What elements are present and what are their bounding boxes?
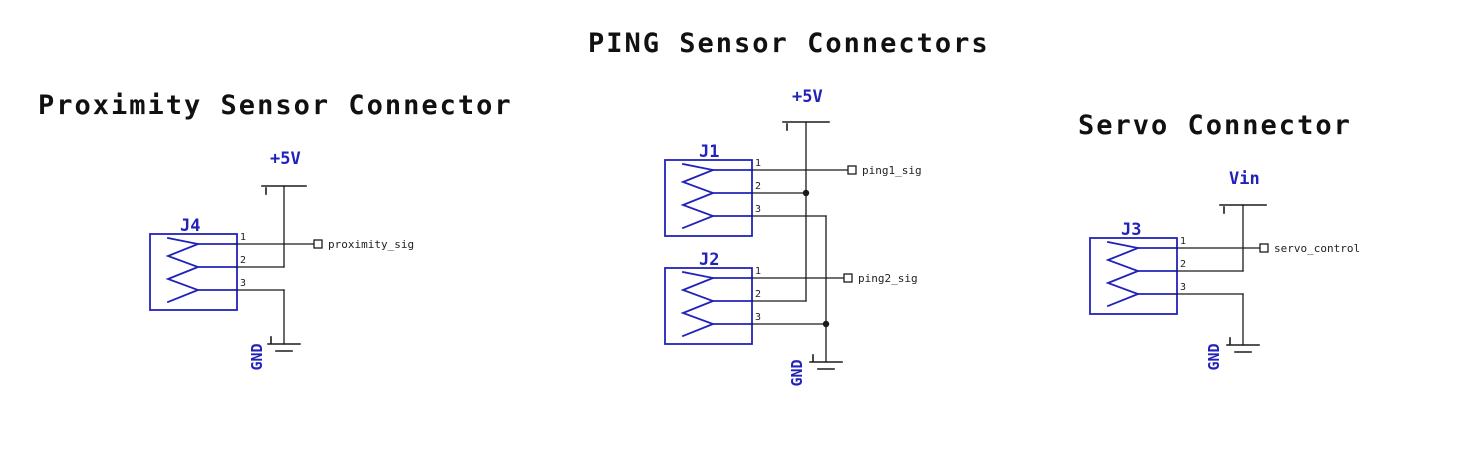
- connector-ref-j1: J1: [699, 142, 720, 162]
- zigzag-contact-icon: [680, 162, 717, 230]
- connector-ref-j4: J4: [180, 216, 201, 236]
- pin-number: 2: [755, 181, 762, 192]
- signal-terminal-square: [313, 239, 323, 249]
- ground-symbol: [267, 336, 301, 352]
- servo-circuit-graphics: [1089, 204, 1269, 353]
- signal-net-label: ping1_sig: [862, 164, 922, 177]
- signal-terminal-square: [847, 165, 857, 175]
- pin-number: 1: [240, 232, 247, 243]
- ground-symbol: [1226, 337, 1260, 353]
- signal-net-label: servo_control: [1274, 242, 1361, 255]
- connector-ref-j2: J2: [699, 250, 720, 270]
- zigzag-contact-icon: [1105, 240, 1142, 308]
- pin-number: 1: [1180, 236, 1187, 247]
- connector-box-j3: [1089, 237, 1178, 315]
- ping-wires: [751, 121, 849, 363]
- signal-terminal-square: [843, 273, 853, 283]
- pin-number: 1: [755, 266, 762, 277]
- connector-box-j1: [664, 159, 753, 237]
- junction-dot: [822, 320, 830, 328]
- proximity-wires: [236, 185, 315, 345]
- connector-ref-j3: J3: [1121, 220, 1142, 240]
- pin-number: 2: [1180, 259, 1187, 270]
- servo-section-title: Servo Connector: [1078, 110, 1352, 141]
- signal-net-label: proximity_sig: [328, 238, 415, 251]
- connector-box-j4: [149, 233, 238, 311]
- ground-net-label: GND: [248, 343, 266, 371]
- power-net-label: +5V: [270, 149, 301, 169]
- ground-net-label: GND: [788, 359, 806, 387]
- pin-number: 3: [240, 278, 247, 289]
- signal-net-label: ping2_sig: [858, 272, 918, 285]
- power-net-label: +5V: [792, 87, 823, 107]
- zigzag-contact-icon: [680, 270, 717, 338]
- proximity-circuit-graphics: [149, 185, 323, 352]
- connector-box-j2: [664, 267, 753, 345]
- zigzag-contact-icon: [165, 236, 202, 304]
- pin-number: 1: [755, 158, 762, 169]
- pin-number: 3: [1180, 282, 1187, 293]
- junction-dot: [802, 189, 810, 197]
- ping-circuit-graphics: [664, 121, 857, 370]
- pin-number: 3: [755, 312, 762, 323]
- servo-wires: [1176, 204, 1261, 346]
- pin-number: 2: [240, 255, 247, 266]
- signal-terminal-square: [1259, 243, 1269, 253]
- ping-section-title: PING Sensor Connectors: [588, 28, 990, 59]
- ground-net-label: GND: [1205, 343, 1223, 371]
- ground-symbol: [809, 354, 843, 370]
- pin-number: 2: [755, 289, 762, 300]
- proximity-section-title: Proximity Sensor Connector: [38, 90, 513, 121]
- power-net-label: Vin: [1229, 169, 1260, 189]
- pin-number: 3: [755, 204, 762, 215]
